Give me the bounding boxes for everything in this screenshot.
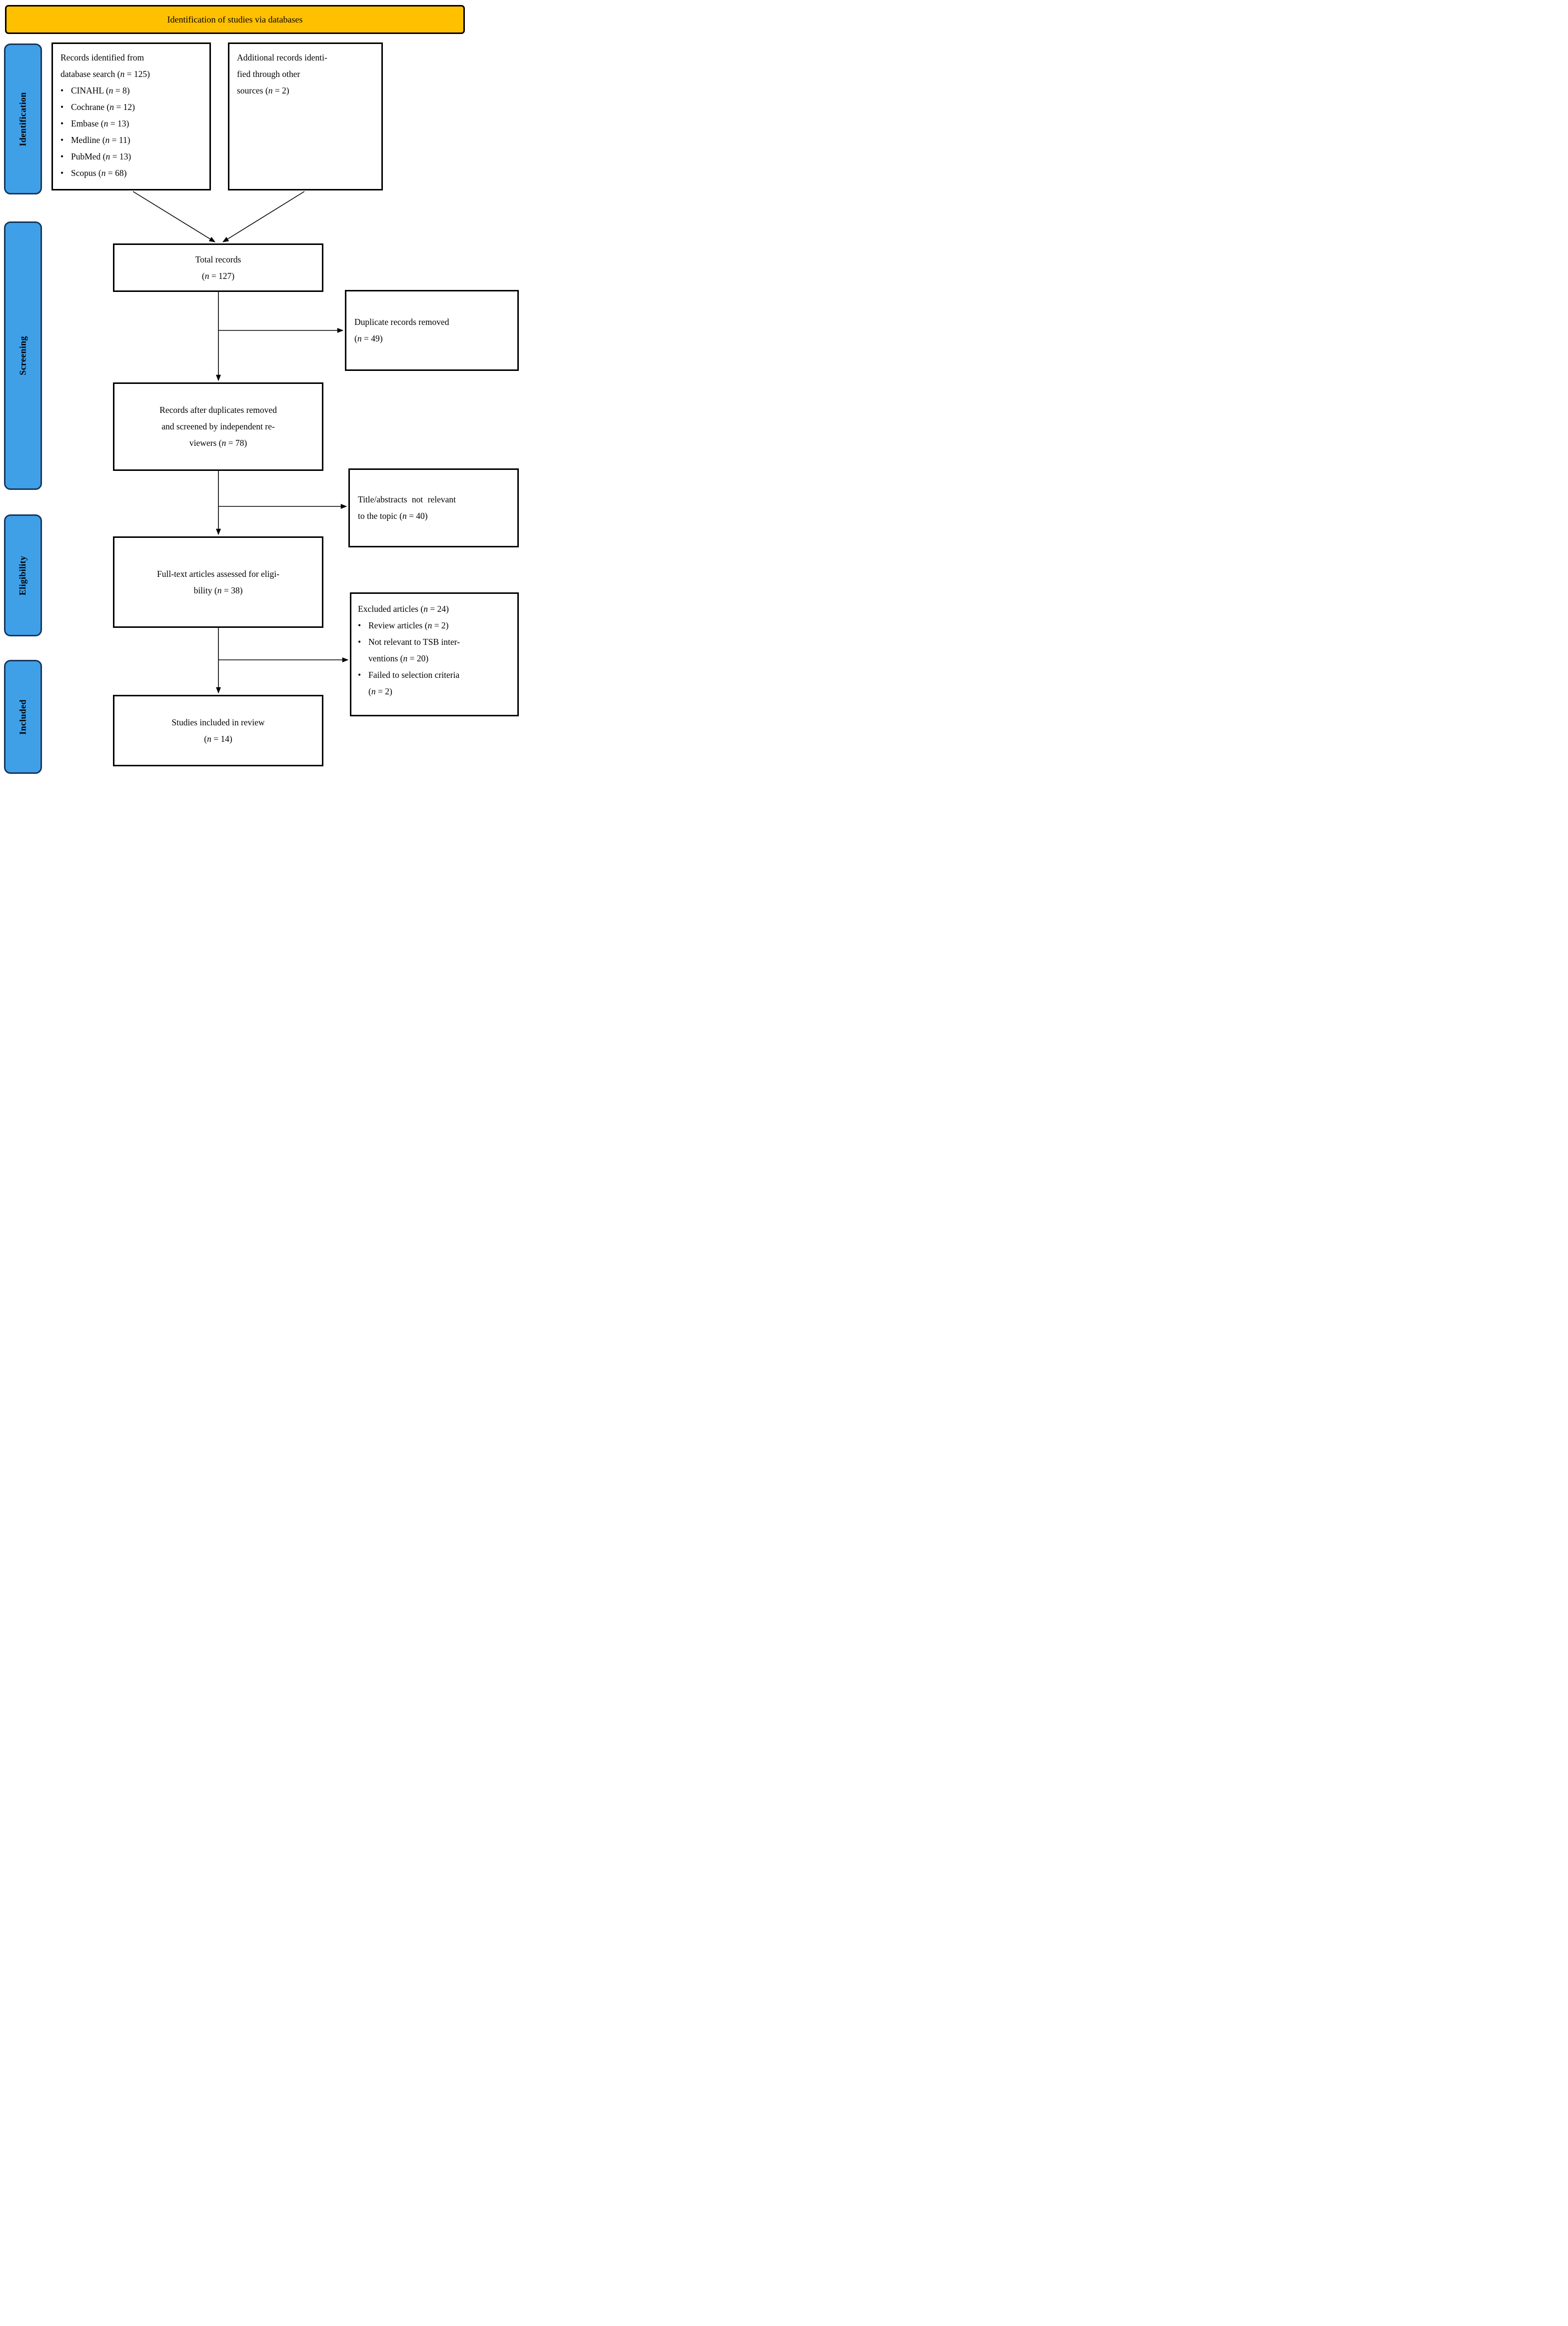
stage-identification-label: Identification [17,91,28,146]
box-fulltext-assessed-line: Full-text articles assessed for eligi- [157,568,279,579]
stage-included-label: Included [17,699,28,735]
database-list-item-text: PubMed (n = 13) [71,151,131,161]
box-additional-records-line: sources (n = 2) [237,85,289,95]
excluded-reason-item-text: Failed to selection criteria(n = 2) [368,670,460,696]
box-additional-records: Additional records identi- fied through … [228,42,383,190]
box-records-screened-line: viewers (n = 78) [189,438,247,448]
stage-eligibility-label: Eligibility [17,555,28,595]
box-excluded-articles-title: Excluded articles (n = 24) [358,604,449,614]
box-records-screened-line: Records after duplicates removed [159,405,277,415]
prisma-flow-diagram: Identification of studies via databases … [0,0,523,775]
bullet-icon: • [60,151,64,161]
box-additional-records-line: fied through other [237,69,300,79]
excluded-reasons-list: • Review articles (n = 2) • Not relevant to… [358,617,514,700]
bullet-icon: • [60,118,64,128]
box-studies-included: Studies included in review (n = 14) [113,695,323,766]
database-list-item-text: CINAHL (n = 8) [71,85,130,95]
box-records-screened: Records after duplicates removed and scr… [113,382,323,471]
banner-title: Identification of studies via databases [167,14,303,24]
database-list-item-text: Embase (n = 13) [71,118,129,128]
box-total-records: Total records (n = 127) [113,243,323,292]
box-total-records-line: (n = 127) [201,270,235,281]
box-excluded-articles: Excluded articles (n = 24) • Review artic… [350,592,519,716]
excluded-reason-item-text: Review articles (n = 2) [368,620,449,630]
bullet-icon: • [358,670,361,680]
arrow-database-records-to-total [132,191,216,242]
database-list: • CINAHL (n = 8) • Cochrane (n = 12) • Embase… [60,82,205,181]
box-additional-records-line: Additional records identi- [237,52,327,62]
bullet-icon: • [60,102,64,112]
box-records-identified: Records identified from database search … [51,42,211,190]
database-list-item: • Embase (n = 13) [60,115,205,132]
box-fulltext-assessed: Full-text articles assessed for eligi- b… [113,536,323,628]
bullet-icon: • [60,85,64,95]
database-list-item: • PubMed (n = 13) [60,148,205,165]
box-studies-included-line: (n = 14) [204,733,232,744]
arrow-additional-records-to-total [222,191,305,242]
bullet-icon: • [358,620,361,630]
box-total-records-line: Total records [195,254,241,264]
box-duplicates-removed-line: Duplicate records removed [354,317,449,327]
excluded-reason-item: • Not relevant to TSB inter-ventions (n =… [358,634,514,667]
box-titles-not-relevant-line: Title/abstracts not relevant [358,494,456,504]
stage-screening: Screening [4,221,42,490]
box-titles-not-relevant: Title/abstracts not relevant to the topi… [348,468,519,547]
bullet-icon: • [358,637,361,647]
box-titles-not-relevant-line: to the topic (n = 40) [358,511,428,521]
excluded-reason-item: • Review articles (n = 2) [358,617,514,634]
stage-identification: Identification [4,43,42,194]
database-list-item-text: Cochrane (n = 12) [71,102,135,112]
box-duplicates-removed: Duplicate records removed (n = 49) [345,290,519,371]
stage-screening-label: Screening [17,336,28,375]
database-list-item-text: Medline (n = 11) [71,135,130,145]
banner: Identification of studies via databases [5,5,465,34]
box-records-identified-line: database search (n = 125) [60,69,150,79]
database-list-item: • Scopus (n = 68) [60,165,205,181]
box-studies-included-line: Studies included in review [171,717,265,727]
stage-included: Included [4,660,42,774]
excluded-reason-item-text: Not relevant to TSB inter-ventions (n = … [368,637,460,663]
database-list-item: • Medline (n = 11) [60,132,205,148]
box-duplicates-removed-line: (n = 49) [354,333,383,343]
stage-eligibility: Eligibility [4,514,42,636]
box-records-identified-line: Records identified from [60,52,144,62]
box-records-screened-line: and screened by independent re- [161,421,275,431]
database-list-item: • Cochrane (n = 12) [60,99,205,115]
bullet-icon: • [60,135,64,145]
database-list-item-text: Scopus (n = 68) [71,168,127,178]
excluded-reason-item: • Failed to selection criteria(n = 2) [358,667,514,700]
database-list-item: • CINAHL (n = 8) [60,82,205,99]
bullet-icon: • [60,168,64,178]
box-fulltext-assessed-line: bility (n = 38) [193,585,243,595]
